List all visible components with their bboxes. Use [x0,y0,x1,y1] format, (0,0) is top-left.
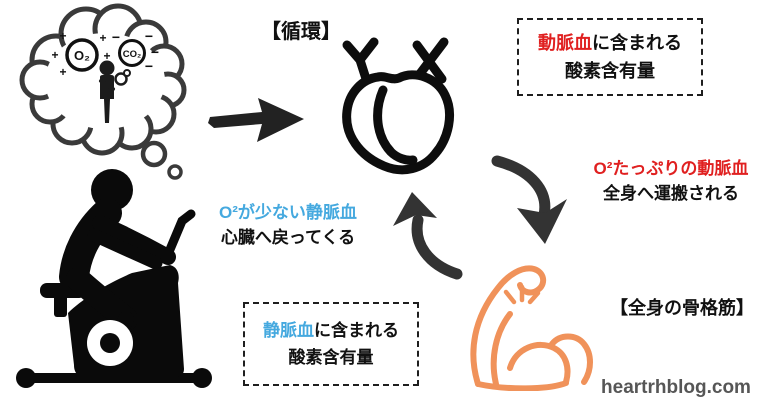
o2-label: O₂ [74,48,90,63]
bubble-trail-icon [140,140,168,168]
curved-arrow-down-icon [491,155,567,244]
exercise-bike-person-icon [16,169,212,388]
svg-text:−: − [145,28,153,44]
svg-text:−: − [151,44,159,60]
arterial-flow-line2: 全身へ運搬される [603,183,739,203]
venous-term: 静脈血 [263,321,314,341]
svg-text:−: − [112,29,120,45]
venous-box-line2: 酸素含有量 [288,347,374,367]
arterial-box-line2: 酸素含有量 [565,60,655,81]
curved-arrow-up-icon [393,192,463,280]
thought-bubble-icon: O₂ + + + + + CO₂ − − − − [19,3,187,180]
arrow-right-icon [208,98,304,142]
muscle-arm-icon [470,265,593,391]
svg-text:+: + [103,49,110,63]
svg-text:−: − [145,58,153,74]
svg-text:+: + [99,31,106,45]
minus-icons: − − − − [112,28,159,74]
venous-box-line1: 静脈血に含まれる [263,321,399,341]
breathing-person-icon [99,60,131,123]
diagram-title: 【循環】 [261,21,341,43]
heart-icon [342,37,455,175]
arterial-box-line1: 動脈血に含まれる [538,33,682,53]
venous-flow-text: O²が少ない静脈血 心臓へ戻ってくる [203,201,373,250]
svg-text:+: + [51,48,58,62]
o2-circle-icon [65,38,99,72]
venous-oxygen-box: 静脈血に含まれる 酸素含有量 [243,302,419,386]
venous-flow-line2: 心臓へ戻ってくる [220,227,356,247]
flex-sparkle-icon [503,284,541,305]
plus-icons: + + + + + [51,29,110,79]
svg-text:+: + [59,65,66,79]
co2-circle-icon [118,39,146,67]
arterial-flow-text: O²たっぷりの動脈血 全身へ運搬される [577,157,765,206]
co2-label: CO₂ [123,49,141,60]
skeletal-muscle-label: 【全身の骨格筋】 [610,298,754,318]
arterial-flow-line1: O²たっぷりの動脈血 [593,159,749,178]
arterial-term: 動脈血 [538,33,592,53]
arterial-oxygen-box: 動脈血に含まれる 酸素含有量 [517,18,703,96]
venous-flow-line1: O²が少ない静脈血 [219,203,357,222]
watermark-text: heartrhblog.com [601,377,751,398]
svg-text:+: + [59,29,66,43]
